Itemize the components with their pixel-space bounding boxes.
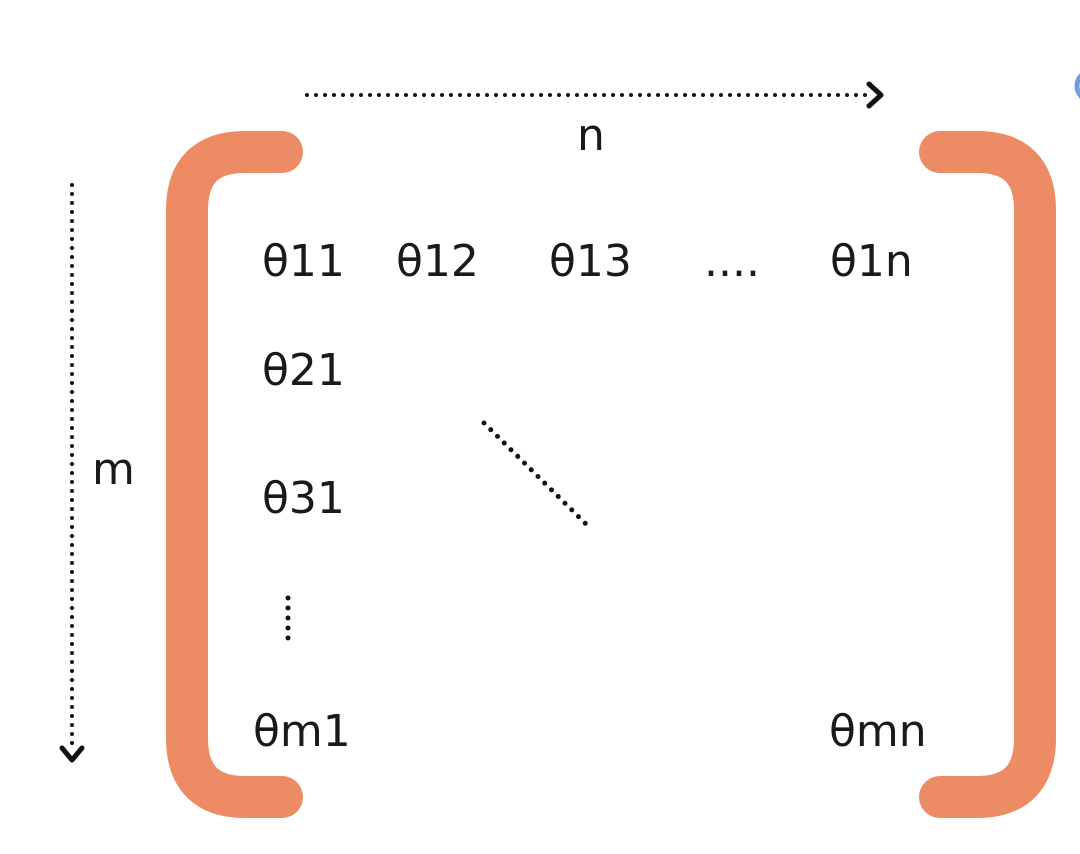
matrix-cell-theta-12: θ12 bbox=[396, 236, 479, 287]
matrix-cell-theta-11: θ11 bbox=[262, 236, 345, 287]
matrix-cell-theta-13: θ13 bbox=[549, 236, 632, 287]
n-direction-arrowhead bbox=[866, 81, 884, 109]
m-direction-arrowhead bbox=[59, 745, 85, 763]
left-bracket bbox=[166, 131, 303, 818]
matrix-cell-theta-1n: θ1n bbox=[830, 236, 913, 287]
matrix-cell-theta-21: θ21 bbox=[262, 345, 345, 396]
diagonal-ellipsis bbox=[481, 420, 593, 531]
n-axis-label: n bbox=[577, 110, 605, 161]
matrix-cell-theta-mn: θmn bbox=[829, 706, 927, 757]
corner-accent-circle bbox=[1074, 73, 1080, 99]
matrix-cell-theta-31: θ31 bbox=[262, 473, 345, 524]
right-bracket bbox=[919, 131, 1056, 818]
row-ellipsis: .... bbox=[704, 236, 760, 287]
m-axis-label: m bbox=[92, 444, 135, 495]
matrix-cell-theta-m1: θm1 bbox=[253, 706, 351, 757]
